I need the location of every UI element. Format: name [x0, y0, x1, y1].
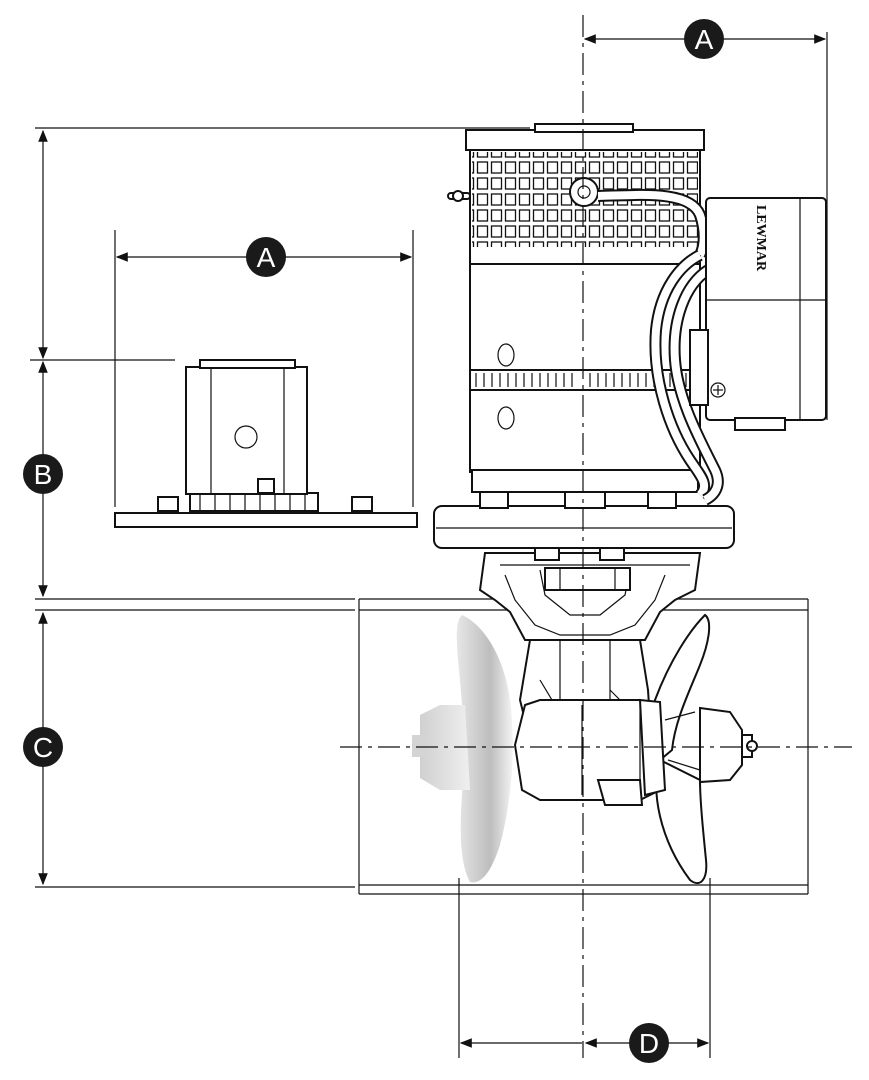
motor-cables: [597, 188, 724, 506]
control-box: LEWMAR: [689, 197, 827, 431]
dimension-c: C: [23, 598, 355, 888]
top-view-base-ribs: [199, 495, 306, 510]
control-box-screw-icon: [710, 382, 726, 398]
tunnel: [358, 598, 809, 895]
dimension-d: D: [458, 878, 711, 1063]
ghost-propeller: [412, 615, 513, 883]
top-view-bolt-icon: [234, 425, 258, 449]
label-a-left-badge: [246, 237, 286, 277]
label-c-badge: [23, 727, 63, 767]
top-view-motor: [114, 359, 418, 528]
center-lines: [340, 15, 852, 1058]
label-d-badge: [629, 1023, 669, 1063]
dimension-a-left: A: [114, 230, 414, 507]
motor-terminal-bolt-icon: [569, 177, 599, 207]
label-b-badge: [23, 454, 63, 494]
label-a-left: A: [257, 242, 276, 273]
motor-flange: [433, 489, 735, 549]
label-a-top-badge: [684, 19, 724, 59]
dimension-b: B: [23, 127, 530, 598]
gearleg: [478, 547, 702, 806]
label-b: B: [34, 459, 53, 490]
label-c: C: [33, 732, 53, 763]
propeller: [638, 613, 758, 885]
label-d: D: [639, 1028, 659, 1059]
label-a-top: A: [695, 24, 714, 55]
control-box-brand-text: LEWMAR: [753, 205, 768, 272]
